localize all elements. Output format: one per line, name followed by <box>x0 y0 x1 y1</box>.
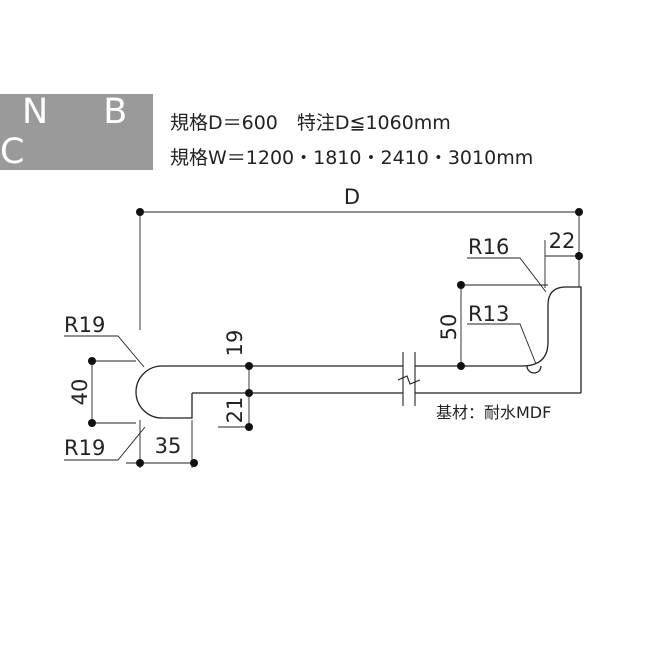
label-35: 35 <box>155 434 182 458</box>
break-symbol <box>397 352 421 406</box>
label-r13: R13 <box>468 302 509 326</box>
spec-depth: 規格D＝600 特注D≦1060mm <box>170 112 451 134</box>
label-22: 22 <box>549 229 576 253</box>
product-badge: N B C <box>0 92 153 172</box>
label-r16: R16 <box>468 235 509 259</box>
top-surface-right <box>415 286 582 367</box>
spec-width: 規格W＝1200・1810・2410・3010mm <box>170 147 534 169</box>
label-40: 40 <box>68 379 92 406</box>
dimension-labels: D R16 22 R13 50 19 21 40 R19 R19 35 <box>64 185 575 460</box>
label-50: 50 <box>437 314 461 341</box>
dimension-dots <box>88 208 583 467</box>
dimension-lines <box>64 211 580 468</box>
label-21: 21 <box>223 397 247 424</box>
label-19: 19 <box>223 330 247 357</box>
profile-outline <box>135 286 582 419</box>
inner-radius-arc <box>526 365 542 374</box>
front-nosing <box>135 365 193 419</box>
label-r19-bottom: R19 <box>64 436 105 460</box>
label-r19-top: R19 <box>64 313 105 337</box>
material-note: 基材：耐水MDF <box>436 403 551 422</box>
label-depth: D <box>344 185 360 209</box>
